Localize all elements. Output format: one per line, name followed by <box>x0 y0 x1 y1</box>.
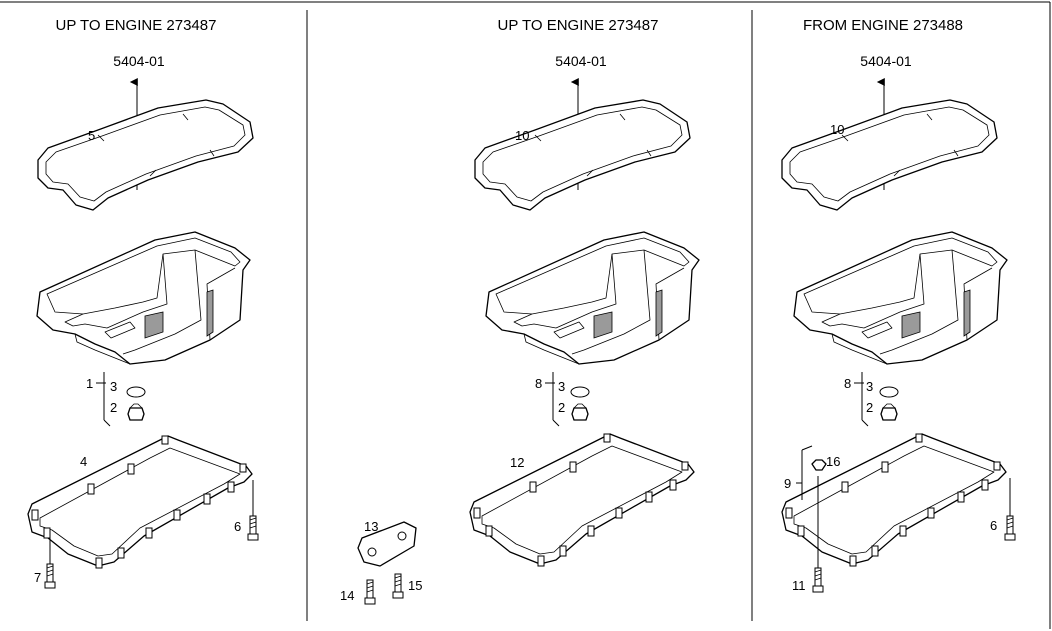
oil-pan <box>485 231 700 365</box>
panel-1: UP TO ENGINE 273487 5404-01 5 1 3 2 4 6 … <box>27 17 259 589</box>
bolt <box>1004 515 1016 541</box>
callout-bracket <box>103 419 111 427</box>
callout-9: 9 <box>784 476 791 491</box>
drain-plug <box>126 386 146 421</box>
callout-15: 15 <box>408 578 422 593</box>
oil-pan <box>793 231 1008 365</box>
callout-2: 2 <box>866 400 873 415</box>
upper-gasket <box>474 99 691 211</box>
lower-gasket <box>27 435 253 569</box>
lower-gasket <box>469 433 695 567</box>
reference-label: 5404-01 <box>555 53 607 69</box>
upper-gasket <box>781 99 998 211</box>
oil-pan <box>36 231 251 365</box>
callout-5: 5 <box>88 128 95 143</box>
spacer-nut <box>811 459 827 471</box>
callout-1: 1 <box>86 376 93 391</box>
panel-title: FROM ENGINE 273488 <box>803 17 963 34</box>
callout-3: 3 <box>558 379 565 394</box>
plate-hole <box>367 547 377 557</box>
callout-2: 2 <box>558 400 565 415</box>
panel-4: FROM ENGINE 273488 5404-01 10 8 3 2 9 16… <box>781 17 1016 593</box>
callout-13: 13 <box>364 519 378 534</box>
callout-12: 12 <box>510 455 524 470</box>
drain-plug <box>879 386 899 421</box>
callout-10: 10 <box>830 122 844 137</box>
reference-label: 5404-01 <box>113 53 165 69</box>
plate-hole <box>397 531 407 541</box>
panel-2: 13 14 15 <box>340 519 422 605</box>
callout-16: 16 <box>826 454 840 469</box>
bolt <box>392 573 404 599</box>
callout-14: 14 <box>340 588 354 603</box>
callout-bracket <box>861 419 869 427</box>
bolt <box>364 579 376 605</box>
panel-title: UP TO ENGINE 273487 <box>498 17 659 34</box>
callout-3: 3 <box>866 379 873 394</box>
bolt <box>812 567 824 593</box>
upper-gasket <box>37 99 254 211</box>
callout-6: 6 <box>234 519 241 534</box>
callout-bracket <box>552 419 560 427</box>
bolt <box>44 563 56 589</box>
panel-3: UP TO ENGINE 273487 5404-01 10 8 3 2 12 <box>469 17 700 567</box>
callout-6: 6 <box>990 518 997 533</box>
callout-2: 2 <box>110 400 117 415</box>
lower-gasket <box>781 433 1007 567</box>
callout-8: 8 <box>535 376 542 391</box>
callout-7: 7 <box>34 570 41 585</box>
callout-bracket <box>801 445 813 451</box>
bolt <box>247 515 259 541</box>
callout-3: 3 <box>110 379 117 394</box>
callout-8: 8 <box>844 376 851 391</box>
drain-plug <box>570 386 590 421</box>
callout-10: 10 <box>515 128 529 143</box>
callout-4: 4 <box>80 454 87 469</box>
reference-label: 5404-01 <box>860 53 912 69</box>
panel-title: UP TO ENGINE 273487 <box>56 17 217 34</box>
callout-11: 11 <box>792 578 806 593</box>
